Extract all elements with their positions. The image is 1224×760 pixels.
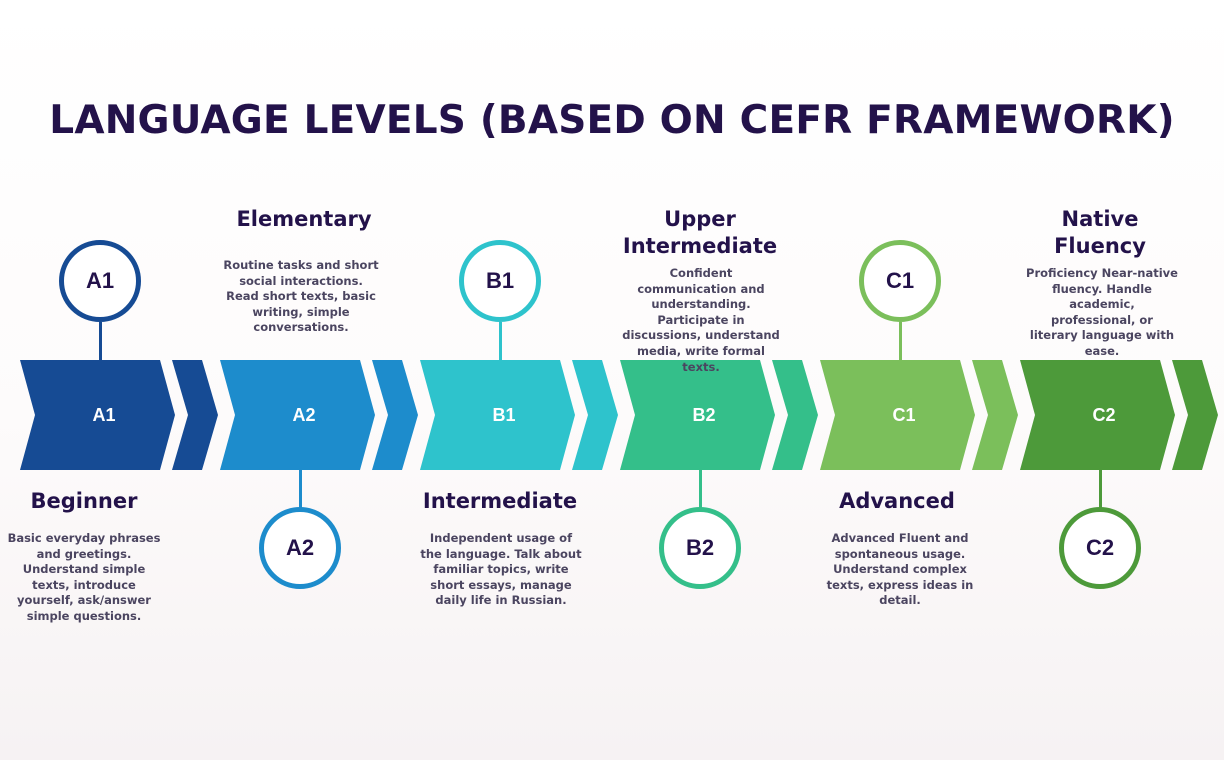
level-description-b2: Confident communication and understandin… — [622, 266, 780, 374]
level-description-a2: Routine tasks and short social interacti… — [223, 258, 379, 335]
level-circle-b1: B1 — [459, 240, 541, 322]
level-circle-a1: A1 — [59, 240, 141, 322]
page-title: LANGUAGE LEVELS (BASED ON CEFR FRAMEWORK… — [49, 98, 1175, 143]
chevron-label-b2: B2 — [692, 405, 716, 425]
chevron-c1 — [820, 360, 975, 470]
chevron-arrow-a2 — [372, 360, 418, 470]
chevron-arrow-a1 — [172, 360, 218, 470]
chevron-b2 — [620, 360, 775, 470]
level-circle-label: A2 — [285, 535, 315, 560]
level-description-c2: Proficiency Near-native fluency. Handle … — [1026, 266, 1178, 358]
chevron-label-a1: A1 — [92, 405, 116, 425]
connector-b2 — [699, 470, 702, 510]
chevron-arrow-c1 — [972, 360, 1018, 470]
level-description-b1: Independent usage of the language. Talk … — [420, 531, 582, 608]
level-circle-a2: A2 — [259, 507, 341, 589]
chevron-a1 — [20, 360, 175, 470]
level-heading-a1: Beginner — [30, 489, 138, 513]
level-description-a1: Basic everyday phrases and greetings. Un… — [7, 531, 161, 623]
connector-c1 — [899, 322, 902, 360]
level-circle-label: B2 — [685, 535, 715, 560]
chevron-a2 — [220, 360, 375, 470]
level-circle-b2: B2 — [659, 507, 741, 589]
chevron-c2 — [1020, 360, 1175, 470]
chevron-label-c1: C1 — [892, 405, 916, 425]
chevron-arrow-b2 — [772, 360, 818, 470]
connector-b1 — [499, 322, 502, 360]
chevron-label-b1: B1 — [492, 405, 516, 425]
connector-c2 — [1099, 470, 1102, 510]
chevron-label-a2: A2 — [292, 405, 316, 425]
level-circle-label: C1 — [885, 268, 915, 293]
connector-a1 — [99, 322, 102, 360]
level-heading-b1: Intermediate — [422, 489, 578, 513]
level-heading-a2: Elementary — [236, 207, 372, 231]
level-circle-label: C2 — [1085, 535, 1115, 560]
level-circle-c2: C2 — [1059, 507, 1141, 589]
connector-a2 — [299, 470, 302, 510]
chevron-label-c2: C2 — [1092, 405, 1116, 425]
chevron-arrow-c2 — [1172, 360, 1218, 470]
level-heading-c1: Advanced — [839, 489, 955, 513]
chevron-b1 — [420, 360, 575, 470]
level-heading-b2: Upper Intermediate — [622, 207, 778, 258]
level-circle-label: A1 — [85, 268, 115, 293]
level-circle-c1: C1 — [859, 240, 941, 322]
chevron-arrow-b1 — [572, 360, 618, 470]
level-heading-c2: Native Fluency — [1054, 207, 1146, 258]
level-description-c1: Advanced Fluent and spontaneous usage. U… — [826, 531, 974, 608]
level-circle-label: B1 — [485, 268, 515, 293]
